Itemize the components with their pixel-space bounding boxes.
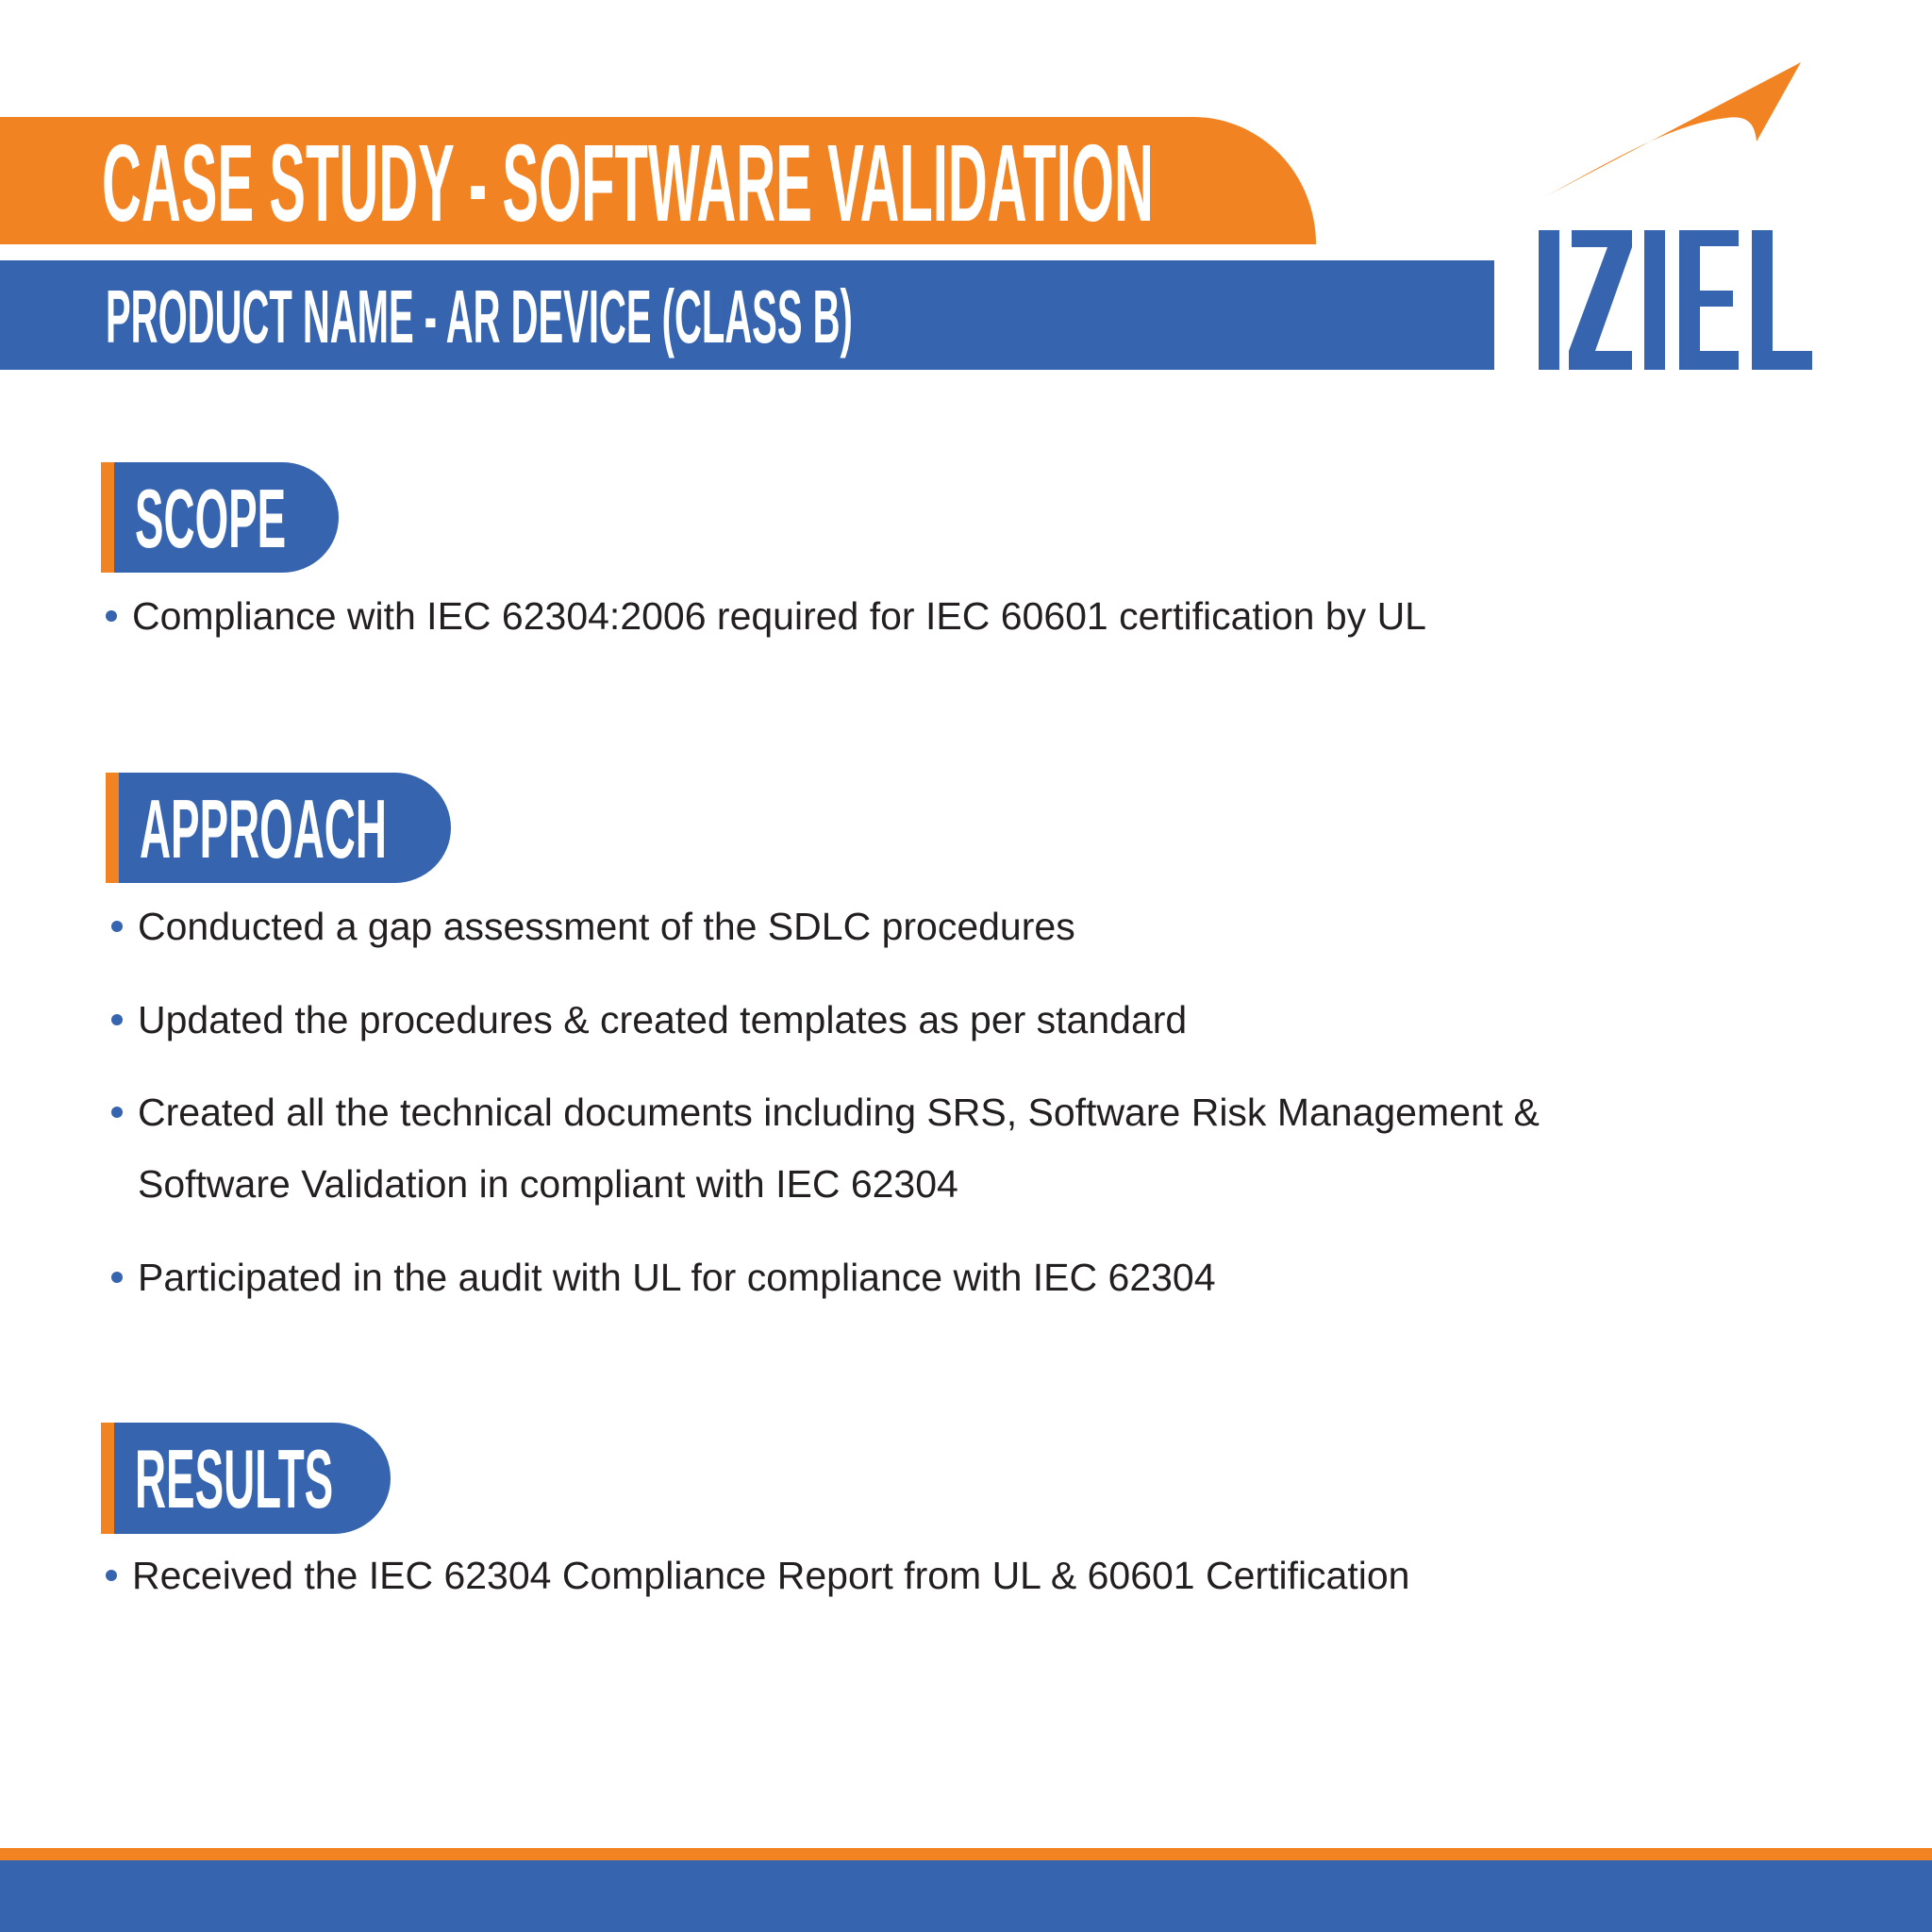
bullet-icon <box>111 1107 123 1119</box>
list-item: Created all the technical documents incl… <box>111 1089 1540 1136</box>
bullet-icon <box>111 1014 123 1026</box>
page-title: CASE STUDY - SOFTWARE VALIDATION <box>102 122 1154 244</box>
scope-heading: SCOPE <box>101 462 339 573</box>
approach-heading: APPROACH <box>106 773 451 883</box>
logo-arrow-icon <box>1539 62 1812 370</box>
bullet-icon <box>111 921 123 933</box>
results-heading: RESULTS <box>101 1423 391 1534</box>
list-item: Conducted a gap assessment of the SDLC p… <box>111 903 1075 950</box>
iziel-logo <box>1528 57 1830 377</box>
list-item-continuation: Software Validation in compliant with IE… <box>138 1162 958 1206</box>
bullet-icon <box>106 610 117 623</box>
bullet-icon <box>106 1570 117 1582</box>
product-name: PRODUCT NAME - AR DEVICE (CLASS B) <box>106 275 853 358</box>
list-item: Compliance with IEC 62304:2006 required … <box>106 592 1426 640</box>
list-item: Participated in the audit with UL for co… <box>111 1254 1216 1301</box>
title-banner <box>0 117 1316 244</box>
scope-heading-label: SCOPE <box>135 472 287 565</box>
bullet-icon <box>111 1272 123 1284</box>
results-heading-label: RESULTS <box>135 1432 334 1525</box>
subtitle-banner <box>0 260 1494 370</box>
footer-stripe-orange <box>0 1848 1932 1860</box>
approach-heading-label: APPROACH <box>140 782 387 875</box>
list-item: Received the IEC 62304 Compliance Report… <box>106 1552 1409 1599</box>
footer-bar <box>0 1860 1932 1932</box>
list-item: Updated the procedures & created templat… <box>111 996 1187 1043</box>
